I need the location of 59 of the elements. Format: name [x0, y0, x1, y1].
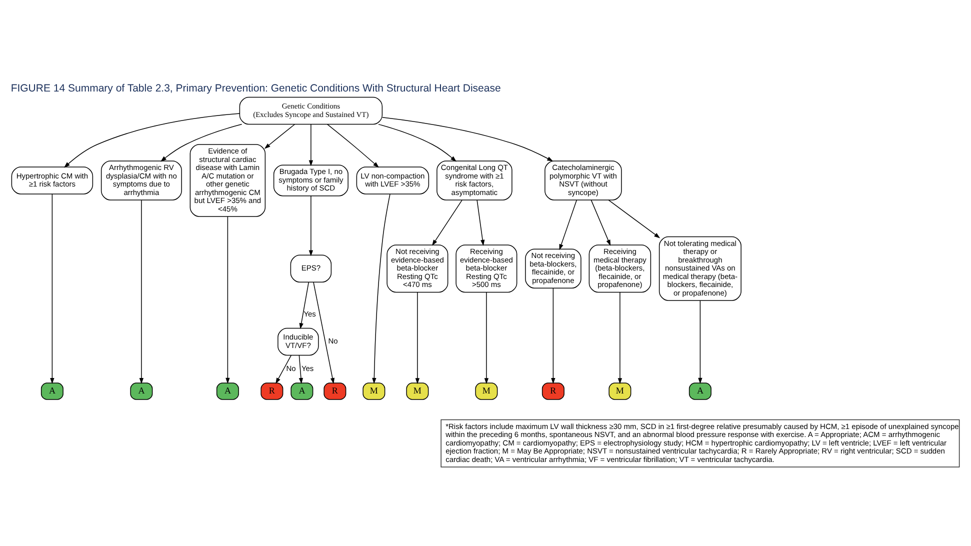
- arrow: [608, 199, 660, 238]
- node-box: Brugada Type I, no symptoms or family history of SCD: [273, 164, 348, 196]
- edge-label: No: [286, 364, 296, 372]
- edge-label: Yes: [301, 364, 314, 372]
- arrow: [432, 199, 462, 246]
- arrow: [313, 281, 335, 384]
- node-box: EPS?: [290, 254, 332, 282]
- node-box: M: [406, 382, 429, 400]
- node-box: A: [216, 382, 239, 400]
- arrow: [298, 354, 304, 384]
- node-box: Catecholaminergic polymorphic VT with NSVT (without syncope): [544, 160, 622, 200]
- arrow: [64, 112, 240, 168]
- node-box: Not receiving evidence-based beta-blocker Resting QTc <470 ms: [386, 244, 448, 292]
- node-box: A: [688, 382, 712, 400]
- node-box: M: [475, 382, 498, 400]
- node-box: Not receiving beta-blockers, flecainide, or propafenone: [525, 248, 582, 288]
- arrow: [226, 216, 230, 384]
- node-box: M: [608, 382, 632, 400]
- caption: *Risk factors include maximum LV wall thickness ≥30 mm, SCD in ≥1 first-degree relative presumably caused by HCM, ≥1 episode of unexplained syncope within the preceding 6 months, spontaneous NSVT, and an abnormal blood pressure response with exercise. A = Appropriate; ACM = arrhythmogenic cardiomyopathy; CM = cardiomyopathy; EPS = electrophysiology study; HCM = hypertrophic cardiomyopathy; LV = left ventricle; LVEF = left ventricular ejection fraction; M = May Be Appropriate; NSVT = nonsustained ventricular tachycardia; R = Rarely Appropriate; RV = right ventricular; SCD = sudden cardiac death; VA = ventricular arrhythmia; VF = ventricular fibrillation; VT = ventricular tachycardia.: [446, 421, 959, 464]
- node-box: A: [130, 382, 153, 400]
- node-box: LV non-compaction with LVEF >35%: [356, 166, 430, 194]
- arrow: [476, 199, 485, 246]
- arrow: [326, 123, 380, 168]
- node-box: M: [362, 382, 386, 400]
- edge-label: Yes: [304, 308, 316, 318]
- arrow: [484, 292, 489, 384]
- arrow: [160, 123, 242, 162]
- node-box: Hypertrophic CM with ≥1 risk factors: [11, 166, 94, 194]
- node-box: A: [290, 382, 314, 400]
- node-box: Receiving evidence-based beta-blocker Resting QTc >500 ms: [456, 244, 518, 292]
- node-box: Congenital Long QT syndrome with ≥1 risk factors, asymptomatic: [436, 160, 512, 200]
- arrow: [382, 116, 554, 161]
- arrow: [559, 199, 578, 250]
- arrow: [308, 195, 314, 256]
- arrow: [299, 281, 310, 329]
- node-box: Arrhythmogenic RV dysplasia/CM with no symptoms due to arrhythmia: [100, 160, 182, 200]
- node-box: R: [260, 382, 284, 400]
- node-box: Inducible VT/VF?: [278, 327, 319, 356]
- edge-label: No: [328, 336, 338, 346]
- node-box: R: [542, 382, 564, 400]
- arrow: [372, 193, 390, 384]
- arrow: [618, 292, 622, 384]
- arrow: [308, 123, 314, 166]
- node-box: R: [324, 382, 346, 400]
- node-box: Receiving medical therapy (beta-blockers, flecainide, or propafenone): [588, 244, 652, 292]
- node-box: Evidence of structural cardiac disease with Lamin A/C mutation or other genetic arrhythmogenic CM but LVEF >35% and <45%: [190, 144, 266, 216]
- node-box: A: [40, 382, 64, 400]
- arrow: [415, 292, 420, 384]
- node-box: Genetic Conditions (Excludes Syncope and Sustained VT): [239, 96, 383, 124]
- arrow: [139, 199, 144, 384]
- arrow: [50, 193, 54, 384]
- arrow: [698, 300, 702, 384]
- arrow: [276, 354, 292, 384]
- arrow: [378, 123, 456, 162]
- node-box: Not tolerating medical therapy or breakthrough nonsustained VAs on medical therapy (beta-blockers, flecainide, or propafenone): [658, 236, 742, 300]
- arrow: [264, 123, 296, 148]
- arrow: [551, 287, 556, 384]
- diagram-title: FIGURE 14 Summary of Table 2.3, Primary Prevention: Genetic Conditions With Structural Heart Disease: [10, 82, 501, 94]
- arrow: [590, 199, 611, 246]
